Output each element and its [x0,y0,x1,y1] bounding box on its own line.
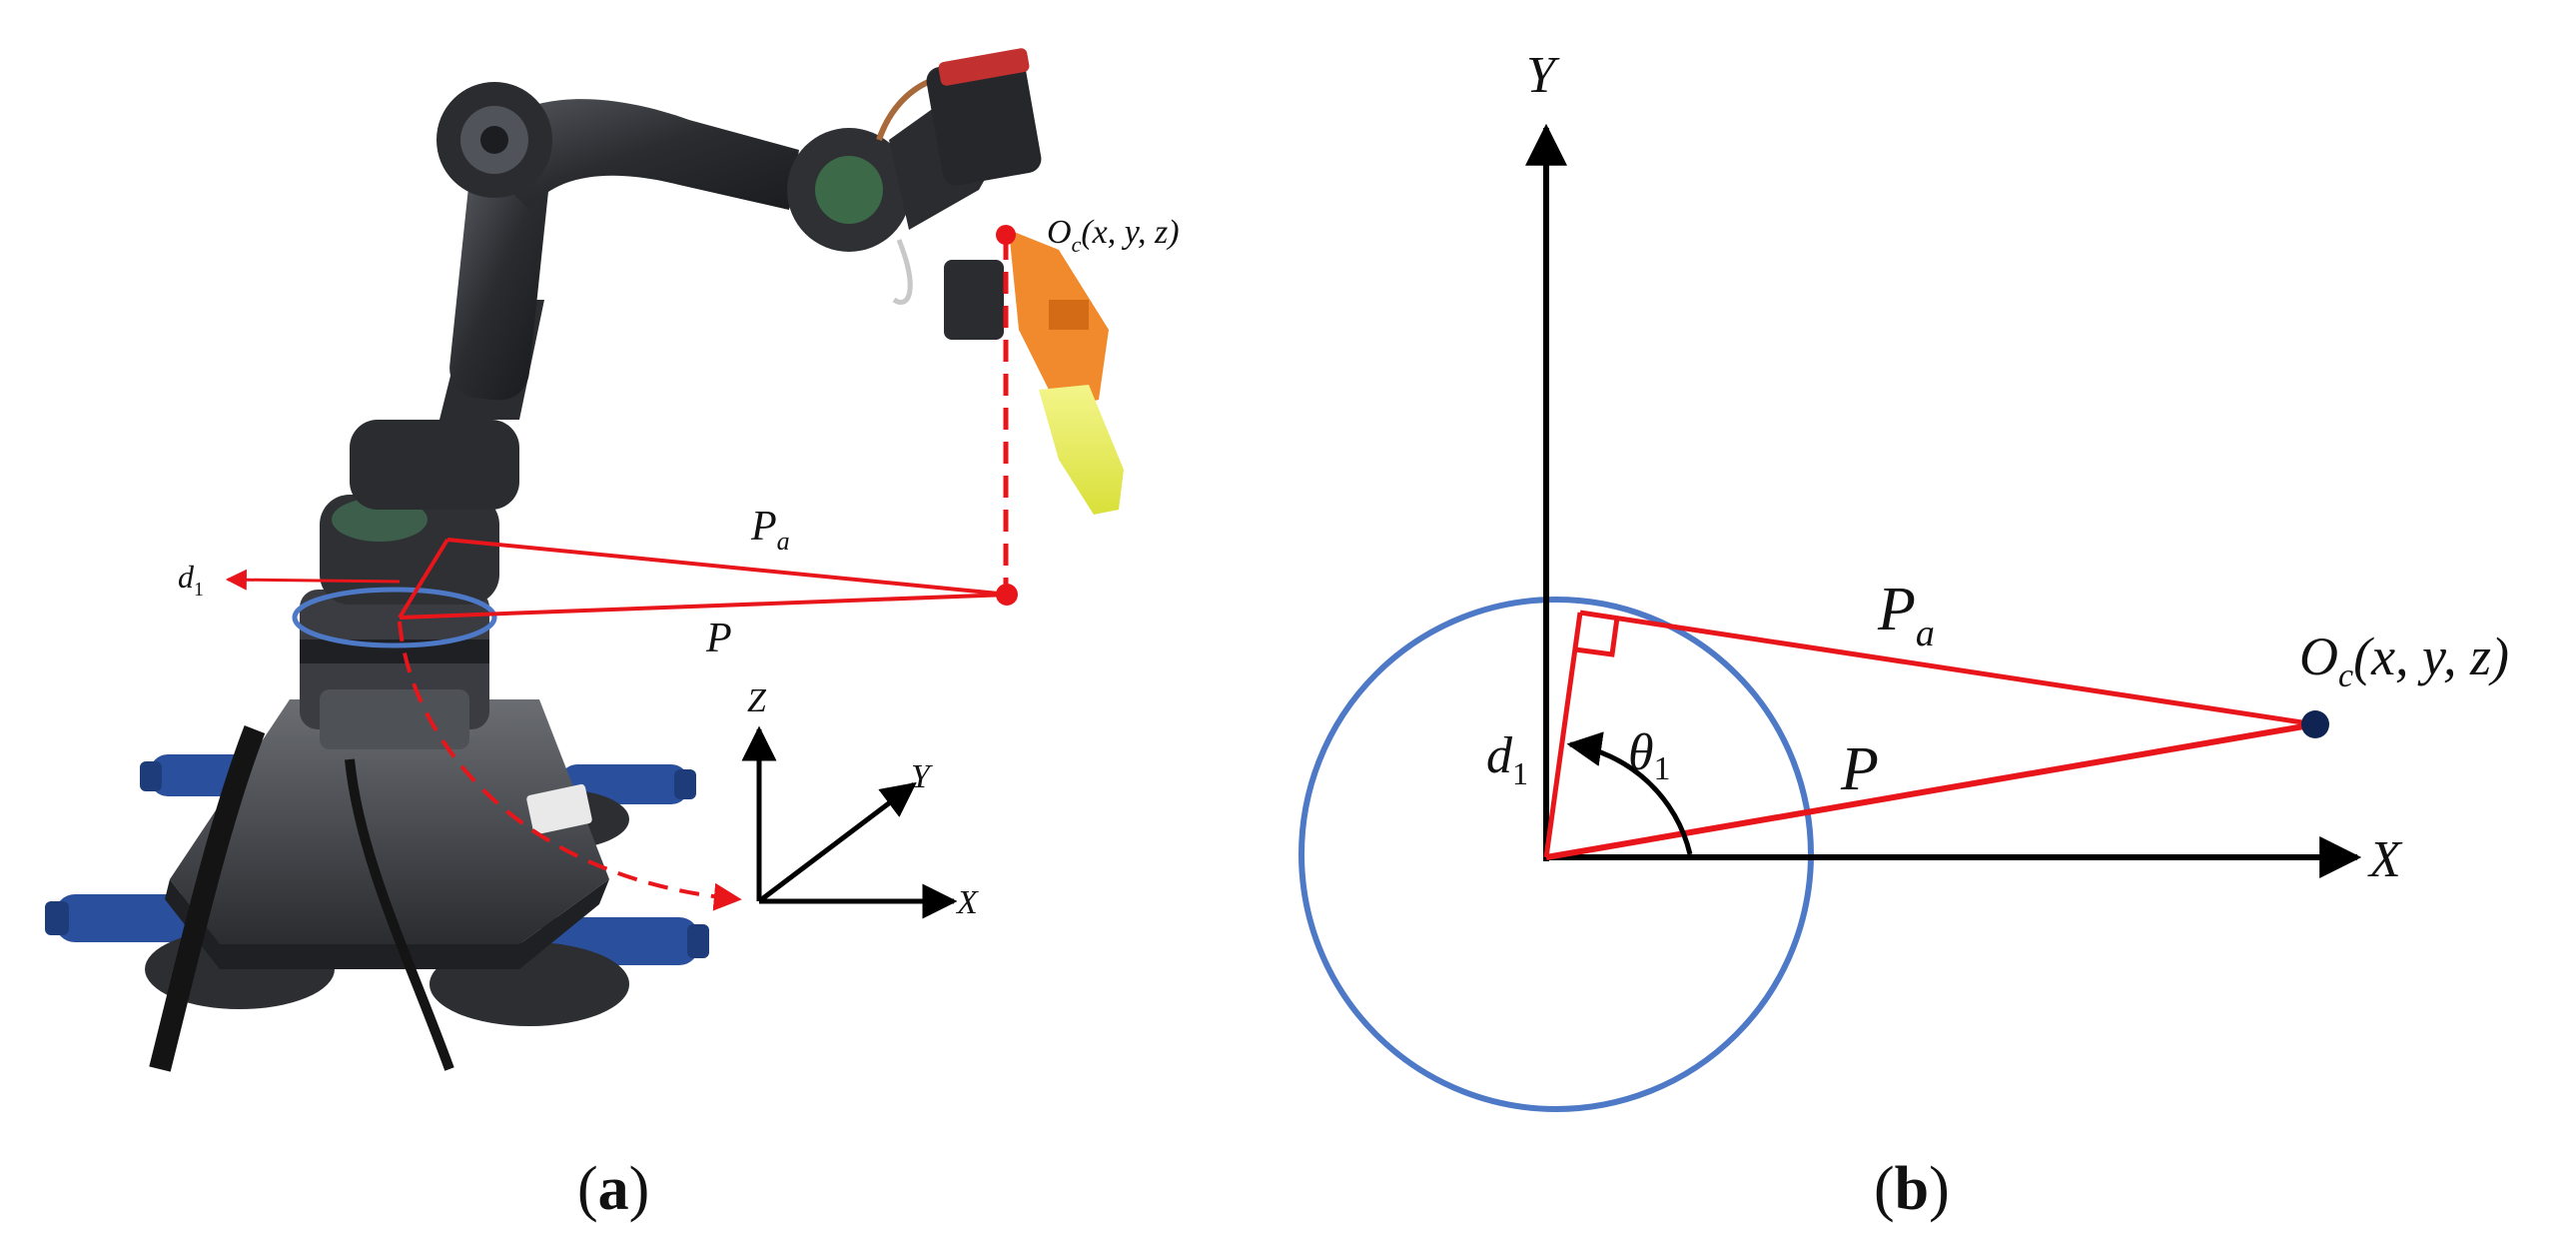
b-d1-label: d1 [1486,727,1528,791]
upper-arm [469,99,799,210]
cable [149,725,266,1072]
d1-segment [398,538,449,620]
b-oc-label: Oc(x, y, z) [2299,627,2509,694]
oc-point [996,225,1016,245]
z-axis-label: Z [747,682,767,719]
b-d1-line [1543,612,1583,858]
b-theta-label: θ1 [1628,724,1671,787]
oc-label: Oc(x, y, z) [1047,214,1180,257]
rotation-dashed-curve [398,621,742,911]
wrist-motor [926,54,1042,186]
robot-photo [45,48,1124,1072]
caption-a: (a) [577,1155,649,1223]
panel-a-labels: Oc(x, y, z) Pa P d1 Z Y X [178,214,1180,921]
pa-line [446,538,1010,597]
d1-arrow [225,569,401,591]
panel-b [1298,123,2362,1112]
panel-a-annotations [225,225,1018,919]
y-axis [757,781,917,903]
b-p-label: P [1840,735,1879,803]
right-angle-marker [1574,617,1620,657]
d1-label: d1 [178,559,204,601]
pa-label: Pa [750,504,790,556]
base-plate [170,699,609,944]
oc-point-b [2301,710,2329,738]
projection-point [996,584,1018,606]
x-axis-label: X [955,884,979,921]
panel-b-labels: Y X Pa P d1 θ1 Oc(x, y, z) [1486,47,2509,888]
b-pa-label: Pa [1877,576,1935,654]
b-pa-line [1579,610,2316,727]
b-y-axis-label: Y [1526,47,1560,104]
base-circle [292,587,497,648]
caption-b: (b) [1874,1155,1950,1223]
b-x-axis-label: X [2367,831,2403,888]
gripper-servo [944,260,1004,340]
y-axis-label: Y [911,758,933,795]
theta-arc [1566,731,1693,855]
p-label: P [705,616,732,661]
captions: (a) (b) [577,1155,1950,1223]
p-line [399,593,1010,620]
b-p-line [1545,721,2316,860]
gripper-finger [1039,385,1124,515]
